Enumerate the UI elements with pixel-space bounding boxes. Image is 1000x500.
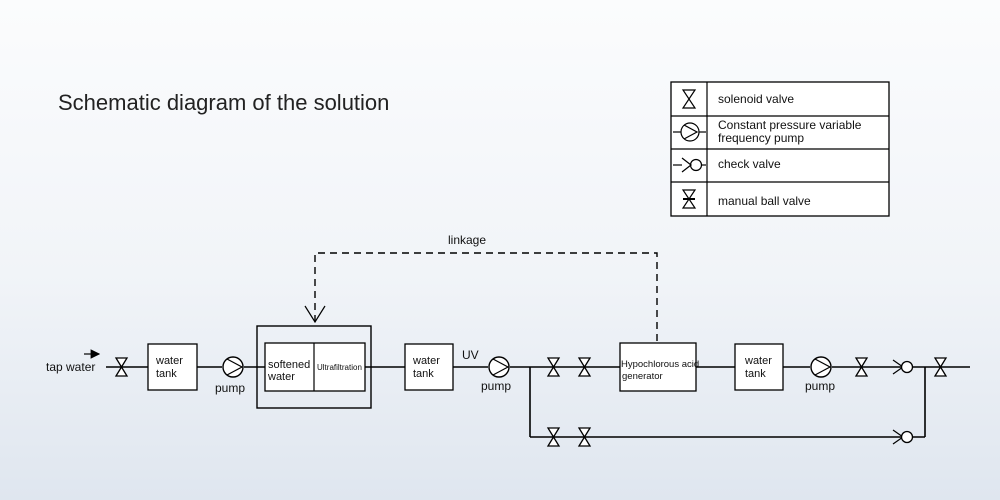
check-valve-1	[892, 359, 914, 375]
solenoid-valve-6	[546, 427, 561, 447]
softened-water-label-1: softened	[268, 359, 310, 371]
legend-label-solenoid: solenoid valve	[718, 92, 794, 106]
solenoid-valve-1	[114, 357, 129, 377]
svg-text:generator: generator	[622, 371, 663, 382]
solenoid-valve-icon	[681, 89, 697, 109]
pump-3-label: pump	[805, 379, 835, 393]
linkage-label: linkage	[448, 233, 486, 247]
water-tank-2: water tank	[404, 343, 454, 391]
legend-label-pump-line1: Constant pressure variable	[718, 118, 862, 132]
water-tank-3: water tank	[734, 343, 784, 391]
legend-label-ball: manual ball valve	[718, 194, 811, 208]
solenoid-valve-3	[577, 357, 592, 377]
uv-label: UV	[462, 348, 479, 362]
svg-text:tank: tank	[745, 368, 766, 380]
pump-1-label: pump	[215, 381, 245, 395]
legend-label-pump-line2: frequency pump	[718, 131, 804, 145]
ball-valve-icon	[681, 189, 697, 209]
legend-label-check: check valve	[718, 157, 781, 171]
ultrafiltration-label: Ultrafiltration	[317, 363, 362, 372]
linkage-line: linkage	[304, 233, 658, 343]
svg-text:tank: tank	[413, 368, 434, 380]
solenoid-valve-2	[546, 357, 561, 377]
pump-icon	[673, 122, 706, 142]
pump-2-label: pump	[481, 379, 511, 393]
water-tank-1: water tank	[147, 343, 198, 391]
treatment-unit: softened water Ultrafiltration	[256, 325, 372, 409]
tap-water-label: tap water	[46, 360, 95, 374]
svg-text:water: water	[744, 355, 772, 367]
svg-text:water: water	[155, 355, 183, 367]
pump-1: pump	[215, 356, 245, 395]
legend: solenoid valve Constant pressure variabl…	[670, 81, 890, 217]
softened-water-label-2: water	[267, 371, 295, 383]
check-valve-2	[892, 429, 914, 445]
svg-text:tank: tank	[156, 368, 177, 380]
solenoid-valve-7	[577, 427, 592, 447]
pump-2: pump	[481, 356, 511, 393]
svg-text:water: water	[412, 355, 440, 367]
svg-text:Hypochlorous acid: Hypochlorous acid	[621, 359, 699, 370]
check-valve-icon	[673, 157, 706, 173]
hypochlorous-acid-generator: Hypochlorous acid generator	[619, 342, 699, 392]
page-title: Schematic diagram of the solution	[58, 90, 389, 115]
main-pipeline	[106, 366, 970, 438]
pump-3: pump	[805, 356, 835, 393]
solenoid-valve-5	[933, 357, 948, 377]
solenoid-valve-4	[854, 357, 869, 377]
